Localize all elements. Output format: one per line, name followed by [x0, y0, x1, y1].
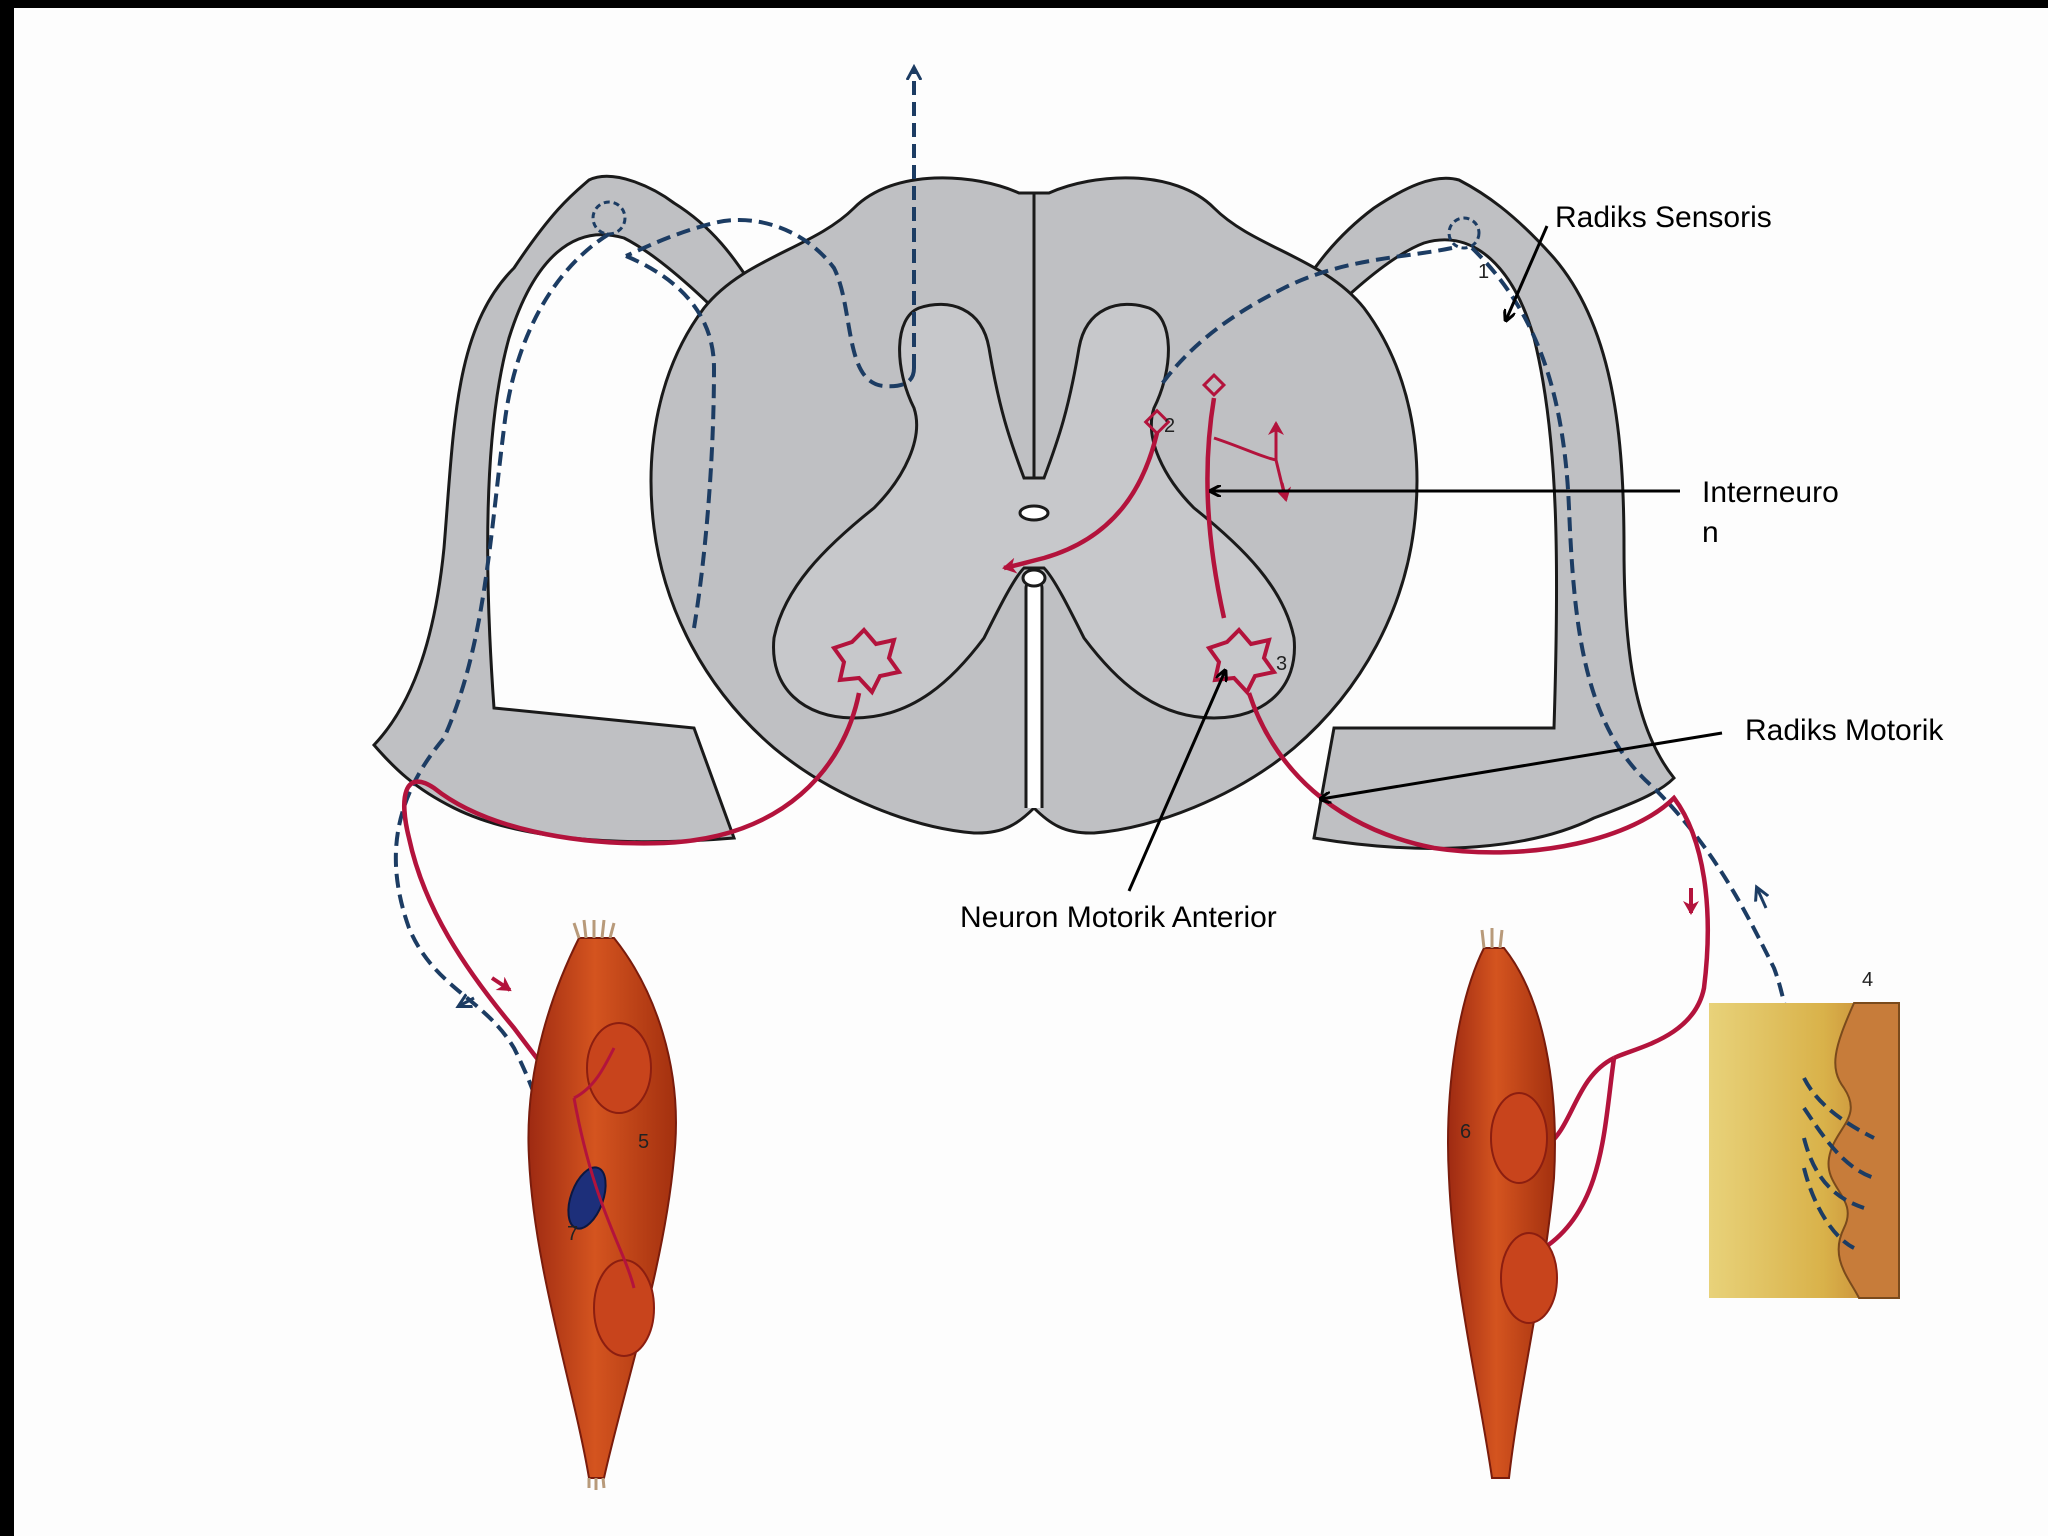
right-dorsal-root-ganglion: [1447, 216, 1481, 250]
left-motor-neuron: [830, 627, 903, 696]
label-interneuron: Interneuro n: [1702, 476, 1839, 549]
left-muscle: [527, 919, 677, 1490]
number-3: 3: [1276, 653, 1287, 675]
left-sensory-arrow: [459, 998, 475, 1006]
left-motor-arrow: [490, 976, 512, 992]
number-1: 1: [1478, 261, 1489, 283]
label-radiks-sensoris: Radiks Sensoris: [1555, 201, 1772, 234]
right-muscle: [1447, 928, 1558, 1479]
left-motor-root-path: [402, 692, 862, 1100]
left-sensory-peripheral: [393, 232, 611, 1129]
arrow-neuron-motorik-anterior: [1127, 671, 1225, 892]
diagram-canvas: 1 2 3 4 5 6 7 Radiks Sensoris Interneuro…: [14, 8, 2048, 1536]
number-5: 5: [638, 1131, 649, 1153]
skin-receptor-section: [1709, 1002, 1900, 1299]
right-motor-root-path: [1246, 692, 1710, 1061]
left-ascending-sensory-path: [625, 218, 916, 389]
label-neuron-motorik-anterior: Neuron Motorik Anterior: [960, 901, 1277, 934]
right-anterior-motor-neuron: [1205, 627, 1278, 696]
anterior-median-fissure: [1024, 579, 1044, 808]
interneuron-descending-path: [1205, 397, 1227, 619]
interneuron-top: [1201, 372, 1227, 398]
right-sensory-peripheral: [1470, 246, 1806, 1079]
right-sensory-arrow: [1757, 888, 1766, 909]
interneuron-2: [1143, 408, 1171, 436]
arrow-radiks-motorik: [1321, 731, 1723, 799]
number-2: 2: [1164, 415, 1175, 437]
central-canal: [1018, 504, 1050, 522]
interneuron-crossing-path: [1002, 432, 1160, 574]
reflex-arc-diagram: 1 2 3 4 5 6 7: [371, 8, 1900, 1490]
number-7: 7: [567, 1223, 578, 1245]
number-6: 6: [1460, 1121, 1471, 1143]
left-sensory-to-motor: [625, 254, 717, 629]
arrow-radiks-sensoris: [1506, 225, 1549, 320]
right-sensory-central: [1157, 246, 1453, 390]
number-4: 4: [1862, 969, 1873, 991]
label-radiks-motorik: Radiks Motorik: [1745, 714, 1944, 747]
fissure-top: [1021, 568, 1047, 588]
